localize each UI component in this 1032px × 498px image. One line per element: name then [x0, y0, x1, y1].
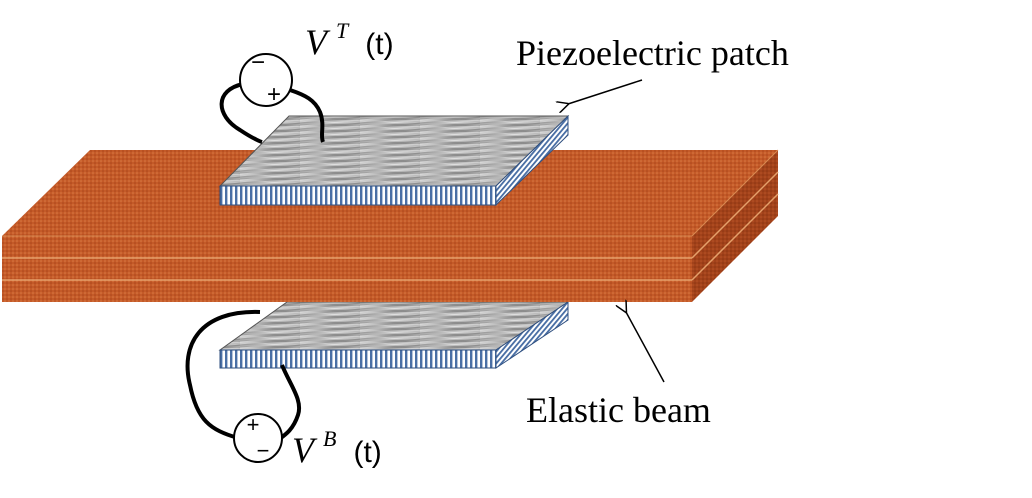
- top-voltage-source: − +: [239, 49, 293, 108]
- elastic-beam-arrow: [626, 312, 665, 383]
- top-voltage-label: V T (t): [305, 6, 394, 62]
- elastic-beam: [2, 149, 779, 302]
- elastic-beam-label: Elastic beam: [526, 390, 711, 430]
- bottom-voltage-superscript: B: [323, 426, 336, 451]
- bottom-source-plus: +: [247, 412, 260, 437]
- bottom-voltage-symbol: V: [292, 430, 318, 470]
- piezo-patch-arrow: [568, 79, 643, 104]
- bottom-voltage-label: V B (t): [292, 414, 382, 470]
- svg-text:V T (t): V T (t): [305, 6, 394, 62]
- bottom-wire: [185, 309, 302, 442]
- top-piezo-patch: [218, 114, 570, 207]
- top-source-minus: −: [251, 49, 265, 76]
- top-voltage-symbol: V: [305, 22, 331, 62]
- top-wire: [219, 82, 325, 144]
- piezo-patch-label: Piezoelectric patch: [516, 33, 789, 73]
- bottom-source-minus: −: [257, 438, 270, 463]
- bottom-voltage-argument: (t): [353, 436, 381, 469]
- top-voltage-argument: (t): [365, 28, 393, 61]
- top-source-plus: +: [267, 81, 281, 108]
- bottom-piezo-patch: [218, 301, 570, 369]
- bottom-voltage-source: + −: [233, 412, 283, 463]
- top-voltage-superscript: T: [336, 18, 350, 43]
- svg-text:V B (t): V B (t): [292, 414, 382, 470]
